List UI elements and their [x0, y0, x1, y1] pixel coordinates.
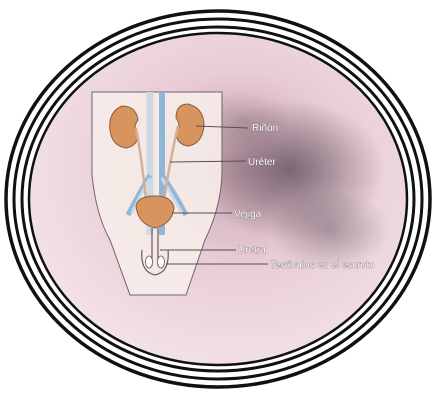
label-kidney: Riñón	[252, 123, 278, 134]
kidney-left	[110, 106, 138, 148]
label-bladder: Vejiga	[234, 209, 262, 220]
label-urethra: Uretra	[238, 245, 266, 256]
label-ureter: Uréter	[248, 157, 276, 168]
label-testicles: Testículos en el escroto	[270, 260, 375, 271]
